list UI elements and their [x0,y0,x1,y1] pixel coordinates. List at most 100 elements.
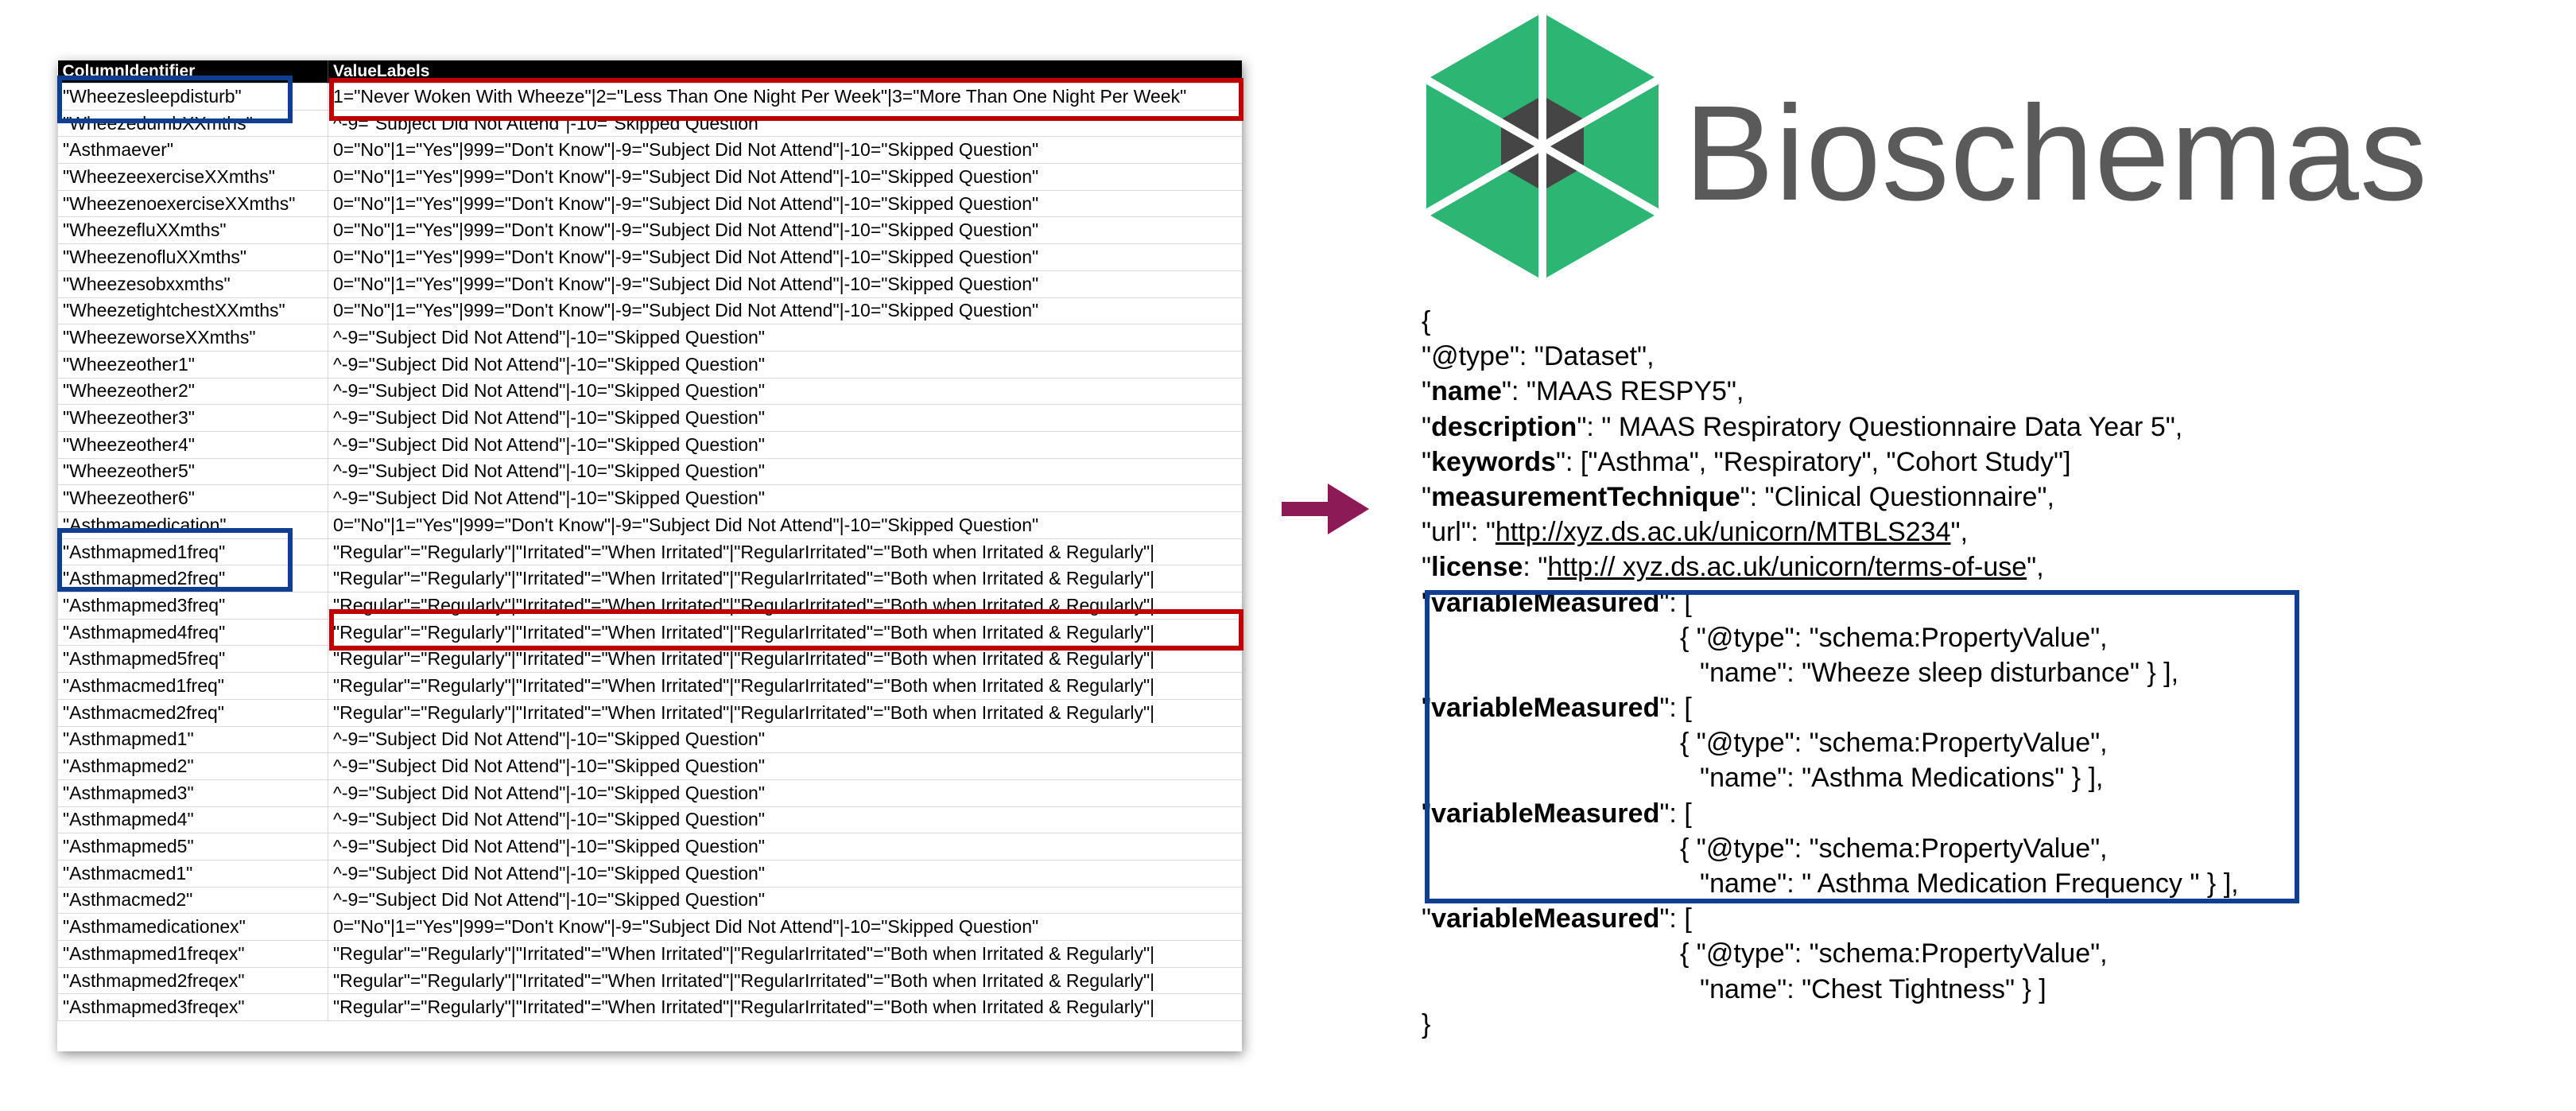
column-identifier-cell[interactable]: "Asthmacmed2" [57,886,328,915]
json-vm-line: "variableMeasured": [ [1422,798,1692,829]
value-labels-cell[interactable]: ^-9="Subject Did Not Attend"|-10="Skippe… [328,833,1242,860]
value-labels-cell[interactable]: ^-9="Subject Did Not Attend"|-10="Skippe… [328,484,1242,512]
json-type-line: "@type": "Dataset", [1422,341,1655,372]
column-identifier-cell[interactable]: "Asthmapmed5" [57,833,328,860]
column-identifier-cell[interactable]: "Wheezeother5" [57,457,328,486]
value-labels-cell[interactable]: "Regular"="Regularly"|"Irritated"="When … [328,940,1242,968]
json-punct: : [ [1669,798,1692,829]
table-row: "Wheezeother5"^-9="Subject Did Not Atten… [57,457,1242,486]
value-labels-cell[interactable]: ^-9="Subject Did Not Attend"|-10="Skippe… [328,859,1242,888]
column-identifier-cell[interactable]: "Asthmaever" [57,136,328,165]
column-identifier-cell[interactable]: "Wheezeother1" [57,350,328,379]
highlight-box-red [329,78,1243,121]
value-labels-cell[interactable]: ^-9="Subject Did Not Attend"|-10="Skippe… [328,725,1242,754]
value-labels-cell[interactable]: "Regular"="Regularly"|"Irritated"="When … [328,538,1242,566]
json-vm-line: "variableMeasured": [ [1422,903,1692,934]
highlight-box-blue [57,76,293,123]
column-identifier-cell[interactable]: "Asthmapmed1freqex" [57,940,328,968]
value-labels-cell[interactable]: ^-9="Subject Did Not Attend"|-10="Skippe… [328,350,1242,379]
column-identifier-cell[interactable]: "Asthmapmed3freq" [57,592,328,620]
column-identifier-cell[interactable]: "WheezeworseXXmths" [57,324,328,352]
column-identifier-cell[interactable]: "WheezetightchestXXmths" [57,297,328,325]
column-identifier-cell[interactable]: "Asthmapmed4" [57,806,328,834]
value-labels-cell[interactable]: 0="No"|1="Yes"|999="Don't Know"|-9="Subj… [328,511,1242,539]
column-identifier-cell[interactable]: "Wheezeother3" [57,404,328,432]
column-identifier-cell[interactable]: "Asthmapmed3" [57,779,328,807]
license-link[interactable]: http:// xyz.ds.ac.uk/unicorn/terms-of-us… [1547,552,2027,583]
column-identifier-cell[interactable]: "WheezenofluXXmths" [57,243,328,271]
value-labels-cell[interactable]: 0="No"|1="Yes"|999="Don't Know"|-9="Subj… [328,216,1242,245]
table-row: "Wheezeother4"^-9="Subject Did Not Atten… [57,430,1242,459]
table-row: "Wheezeother6"^-9="Subject Did Not Atten… [57,484,1242,512]
value-labels-cell[interactable]: ^-9="Subject Did Not Attend"|-10="Skippe… [328,752,1242,780]
table-row: "WheezetightchestXXmths"0="No"|1="Yes"|9… [57,297,1242,325]
value-labels-cell[interactable]: ^-9="Subject Did Not Attend"|-10="Skippe… [328,109,1242,138]
value-labels-cell[interactable]: ^-9="Subject Did Not Attend"|-10="Skippe… [328,886,1242,915]
value-labels-cell[interactable]: ^-9="Subject Did Not Attend"|-10="Skippe… [328,457,1242,486]
column-identifier-cell[interactable]: "Wheezeother4" [57,430,328,459]
column-identifier-cell[interactable]: "Wheezesleepdisturb" [57,83,328,111]
table-row: "Asthmapmed4"^-9="Subject Did Not Attend… [57,806,1242,834]
column-identifier-cell[interactable]: "Wheezeother2" [57,377,328,406]
highlight-box-blue [57,528,293,592]
value-labels-cell[interactable]: "Regular"="Regularly"|"Irritated"="When … [328,698,1242,727]
value-labels-cell[interactable]: ^-9="Subject Did Not Attend"|-10="Skippe… [328,430,1242,459]
table-row: "Asthmacmed2freq""Regular"="Regularly"|"… [57,698,1242,727]
value-labels-cell[interactable]: ^-9="Subject Did Not Attend"|-10="Skippe… [328,779,1242,807]
spreadsheet-screenshot: ColumnIdentifier ValueLabels "Wheezeslee… [57,60,1242,1051]
column-identifier-cell[interactable]: "Asthmapmed2freqex" [57,966,328,995]
json-pv-line: { "@type": "schema:PropertyValue", [1680,833,2108,864]
column-identifier-cell[interactable]: "WheezefluXXmths" [57,216,328,245]
table-row: "Asthmapmed1freq""Regular"="Regularly"|"… [57,538,1242,566]
column-identifier-cell[interactable]: "Wheezesobxxmths" [57,270,328,298]
url-link[interactable]: http://xyz.ds.ac.uk/unicorn/MTBLS234 [1495,517,1951,548]
json-key: license [1431,552,1523,583]
column-identifier-cell[interactable]: "WheezeexerciseXXmths" [57,163,328,191]
column-identifier-cell[interactable]: "Asthmacmed1" [57,859,328,888]
value-labels-cell[interactable]: 0="No"|1="Yes"|999="Don't Know"|-9="Subj… [328,297,1242,325]
column-identifier-cell[interactable]: "Asthmapmed2" [57,752,328,780]
table-row: "Wheezeother1"^-9="Subject Did Not Atten… [57,350,1242,379]
column-identifier-cell[interactable]: "Asthmapmed3freqex" [57,993,328,1022]
value-labels-cell[interactable]: "Regular"="Regularly"|"Irritated"="When … [328,618,1242,647]
value-labels-cell[interactable]: "Regular"="Regularly"|"Irritated"="When … [328,672,1242,700]
value-labels-cell[interactable]: 0="No"|1="Yes"|999="Don't Know"|-9="Subj… [328,136,1242,165]
value-labels-cell[interactable]: 0="No"|1="Yes"|999="Don't Know"|-9="Subj… [328,163,1242,191]
value-labels-cell[interactable]: 1="Never Woken With Wheeze"|2="Less Than… [328,83,1242,111]
column-identifier-cell[interactable]: "Asthmapmed5freq" [57,645,328,674]
json-url-line: "url": "http://xyz.ds.ac.uk/unicorn/MTBL… [1422,515,2239,550]
logo-wordmark: Bioschemas [1684,78,2428,229]
table-row: "WheezeworseXXmths"^-9="Subject Did Not … [57,324,1242,352]
json-punct: ", [2027,552,2044,583]
value-labels-cell[interactable]: ^-9="Subject Did Not Attend"|-10="Skippe… [328,404,1242,432]
value-labels-cell[interactable]: 0="No"|1="Yes"|999="Don't Know"|-9="Subj… [328,270,1242,298]
column-identifier-cell[interactable]: "Asthmamedicationex" [57,913,328,941]
value-labels-cell[interactable]: 0="No"|1="Yes"|999="Don't Know"|-9="Subj… [328,189,1242,218]
value-labels-cell[interactable]: "Regular"="Regularly"|"Irritated"="When … [328,966,1242,995]
value-labels-cell[interactable]: ^-9="Subject Did Not Attend"|-10="Skippe… [328,324,1242,352]
column-identifier-cell[interactable]: "Asthmacmed2freq" [57,698,328,727]
table-row: "Asthmapmed3freqex""Regular"="Regularly"… [57,993,1242,1022]
value-labels-cell[interactable]: "Regular"="Regularly"|"Irritated"="When … [328,993,1242,1022]
json-key: description [1431,411,1577,442]
value-labels-cell[interactable]: ^-9="Subject Did Not Attend"|-10="Skippe… [328,806,1242,834]
table-row: "Asthmacmed1freq""Regular"="Regularly"|"… [57,672,1242,700]
table-row: "Wheezesleepdisturb"1="Never Woken With … [57,83,1242,111]
json-pv-line: { "@type": "schema:PropertyValue", [1680,622,2108,653]
value-labels-table: ColumnIdentifier ValueLabels "Wheezeslee… [57,60,1242,1022]
column-identifier-cell[interactable]: "Asthmapmed4freq" [57,618,328,647]
value-labels-cell[interactable]: "Regular"="Regularly"|"Irritated"="When … [328,565,1242,593]
column-identifier-cell[interactable]: "Asthmacmed1freq" [57,672,328,700]
column-identifier-cell[interactable]: "Asthmapmed1" [57,725,328,754]
json-pv-line: { "@type": "schema:PropertyValue", [1680,728,2108,759]
table-row: "Asthmacmed2"^-9="Subject Did Not Attend… [57,886,1242,915]
value-labels-cell[interactable]: 0="No"|1="Yes"|999="Don't Know"|-9="Subj… [328,243,1242,271]
value-labels-cell[interactable]: 0="No"|1="Yes"|999="Don't Know"|-9="Subj… [328,913,1242,941]
value-labels-cell[interactable]: ^-9="Subject Did Not Attend"|-10="Skippe… [328,377,1242,406]
table-row: "Asthmamedicationex"0="No"|1="Yes"|999="… [57,913,1242,941]
column-identifier-cell[interactable]: "Wheezeother6" [57,484,328,512]
column-identifier-cell[interactable]: "WheezenoexerciseXXmths" [57,189,328,218]
column-header: ColumnIdentifier [57,60,328,84]
bioschemas-logo-icon [1424,13,1661,280]
json-description-line: "description": " MAAS Respiratory Questi… [1422,411,2183,442]
